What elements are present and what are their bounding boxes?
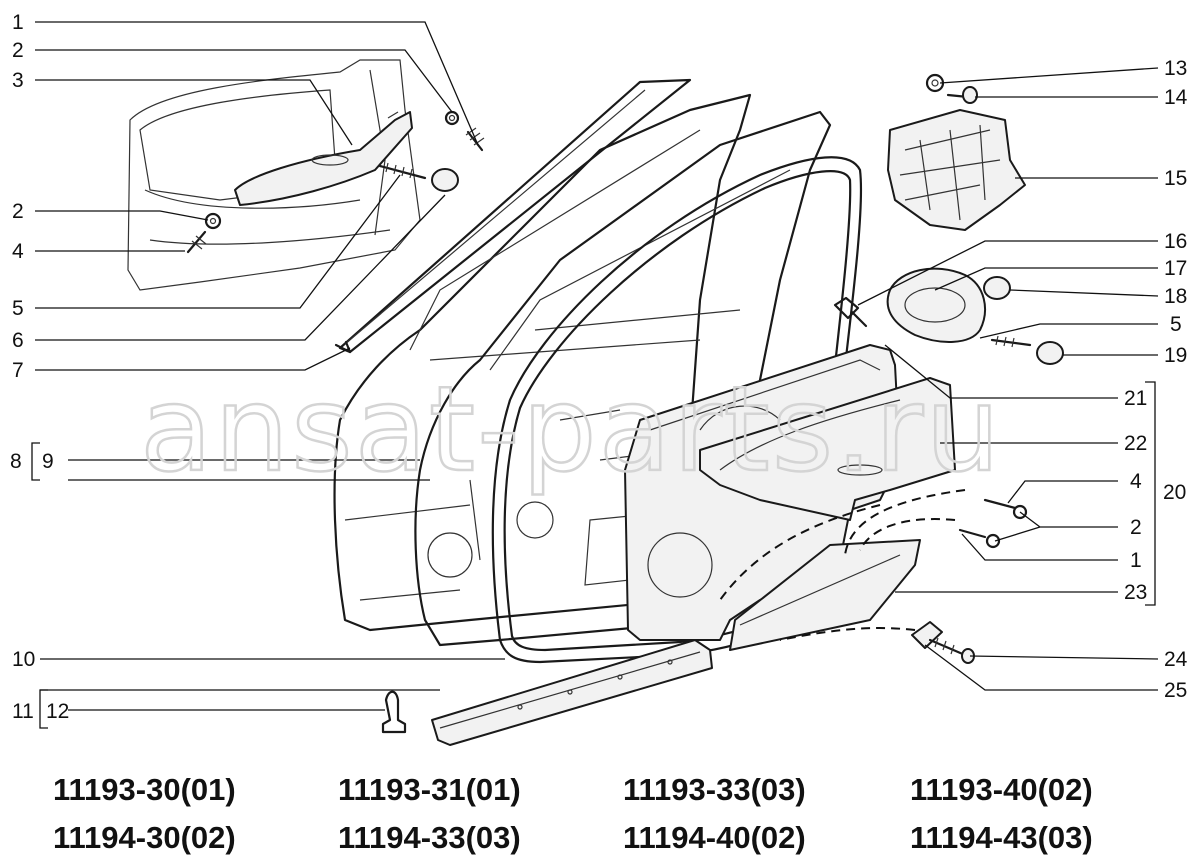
callout-number: 13 bbox=[1164, 57, 1187, 80]
part-code: 11194-43(03) bbox=[910, 820, 1093, 855]
callout-number: 7 bbox=[12, 359, 24, 382]
callout-number: 21 bbox=[1124, 387, 1147, 410]
fasteners-right bbox=[911, 498, 1028, 664]
callout-number: 3 bbox=[12, 69, 24, 92]
part-codes: 11193-30(01) 11193-31(01) 11193-33(03) 1… bbox=[53, 772, 1093, 855]
callout-number: 11 bbox=[12, 700, 34, 723]
callout-number: 2 bbox=[12, 39, 24, 62]
callout-number: 22 bbox=[1124, 432, 1147, 455]
callout-number: 8 bbox=[10, 450, 22, 473]
sill-strip bbox=[381, 639, 713, 746]
leader-lines bbox=[31, 21, 1159, 729]
callout-number: 5 bbox=[1170, 313, 1182, 336]
part-code: 11194-33(03) bbox=[338, 820, 521, 855]
part-code: 11194-30(02) bbox=[53, 820, 236, 855]
part-code: 11193-40(02) bbox=[910, 772, 1093, 807]
callout-number: 17 bbox=[1164, 257, 1187, 280]
armrest-trim bbox=[699, 377, 956, 521]
callout-number: 1 bbox=[12, 11, 24, 34]
callout-number: 2 bbox=[1130, 516, 1142, 539]
callout-number: 9 bbox=[42, 450, 54, 473]
callout-number: 23 bbox=[1124, 581, 1147, 604]
callout-number: 14 bbox=[1164, 86, 1188, 109]
callout-number: 19 bbox=[1164, 344, 1187, 367]
watermark: ansat-parts.ru bbox=[140, 360, 1002, 498]
part-code: 11193-33(03) bbox=[623, 772, 806, 807]
callout-number: 2 bbox=[12, 200, 24, 223]
callout-number: 15 bbox=[1164, 167, 1187, 190]
assembly-arrows bbox=[719, 489, 966, 641]
callout-number: 18 bbox=[1164, 285, 1187, 308]
handle-bezel bbox=[833, 267, 1064, 365]
callout-number: 10 bbox=[12, 648, 35, 671]
callout-number: 24 bbox=[1164, 648, 1188, 671]
part-code: 11194-40(02) bbox=[623, 820, 806, 855]
callout-number: 20 bbox=[1163, 481, 1186, 504]
callout-number: 6 bbox=[12, 329, 24, 352]
lower-pocket bbox=[729, 539, 921, 651]
callout-number: 5 bbox=[12, 297, 24, 320]
callout-number: 16 bbox=[1164, 230, 1187, 253]
callout-number: 4 bbox=[12, 240, 24, 263]
part-code: 11193-30(01) bbox=[53, 772, 236, 807]
callout-number: 1 bbox=[1130, 549, 1142, 572]
fasteners-inset bbox=[186, 110, 485, 254]
callout-number: 12 bbox=[46, 700, 69, 723]
callout-number: 4 bbox=[1130, 470, 1142, 493]
window-channel-strip bbox=[334, 78, 692, 354]
speaker-bracket bbox=[887, 73, 1026, 231]
callout-number: 25 bbox=[1164, 679, 1187, 702]
inset-door-panel bbox=[127, 59, 421, 291]
part-code: 11193-31(01) bbox=[338, 772, 521, 807]
